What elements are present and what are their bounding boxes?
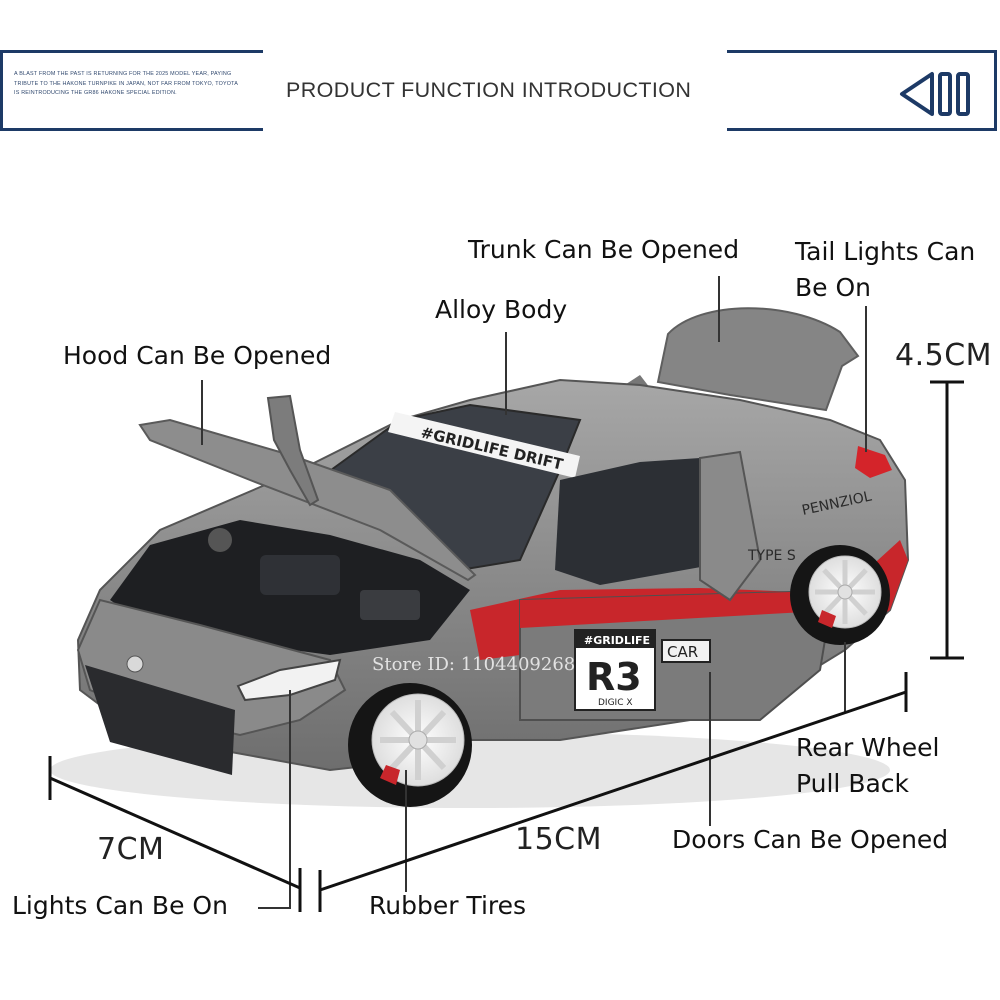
front-emblem (126, 655, 144, 673)
door-number: R3 (586, 655, 642, 699)
headlight (236, 658, 342, 702)
tail-light (855, 446, 892, 478)
door-sticker-bottom: DIGIC X (598, 698, 633, 708)
header-blurb: A blast from the past is returning for t… (14, 71, 238, 97)
tires-label: Rubber Tires (369, 891, 527, 920)
door-badge-box (661, 639, 711, 663)
side-type: TYPE S (747, 548, 796, 564)
rear-wheel-label-line1: Rear Wheel (796, 733, 940, 762)
length-line (319, 690, 907, 892)
tail-lights-label-line2: Be On (795, 273, 872, 302)
height-dimension: 4.5CM (895, 338, 993, 373)
hood-label: Hood Can Be Opened (63, 341, 332, 370)
door-sticker-top: #GRIDLIFE (584, 634, 650, 647)
lights-callout (258, 690, 291, 909)
width-dimension: 7CM (97, 832, 165, 867)
alloy-body-label: Alloy Body (435, 295, 568, 324)
engine-block (260, 555, 340, 595)
header-frame-left (0, 50, 3, 130)
tail-lights-label-line1: Tail Lights Can (795, 237, 976, 266)
hood-strut (266, 394, 320, 507)
battery (360, 590, 420, 620)
trunk-label: Trunk Can Be Opened (468, 235, 740, 264)
windshield-banner-bg (388, 412, 580, 478)
header-frame-bottom-left (0, 128, 263, 131)
doors-label: Doors Can Be Opened (672, 825, 949, 854)
dimension-lines (48, 380, 964, 912)
engine-cap (208, 528, 232, 552)
back-triangle-bars-icon[interactable] (896, 64, 980, 124)
trunk-lid (656, 307, 860, 412)
rear-door-edge (699, 450, 762, 602)
door-stripe (520, 592, 805, 628)
length-dimension: 15CM (515, 822, 603, 857)
lights-label: Lights Can Be On (12, 891, 228, 920)
front-brake (380, 765, 400, 785)
door-badge: CAR (667, 643, 698, 661)
front-grille (85, 665, 235, 775)
callout-lines (201, 276, 867, 909)
header-frame-bottom-right (727, 128, 997, 131)
page-title: PRODUCT FUNCTION INTRODUCTION (286, 78, 692, 102)
rear-wheel-label-line2: Pull Back (796, 769, 910, 798)
header-frame-right (994, 50, 997, 130)
header-frame-top-right (727, 50, 997, 53)
store-watermark: Store ID: 1104409268 (372, 654, 576, 675)
rear-brake (818, 610, 836, 628)
header-frame-top-left (0, 50, 263, 53)
width-line (49, 776, 301, 890)
cabin-interior (555, 458, 740, 585)
